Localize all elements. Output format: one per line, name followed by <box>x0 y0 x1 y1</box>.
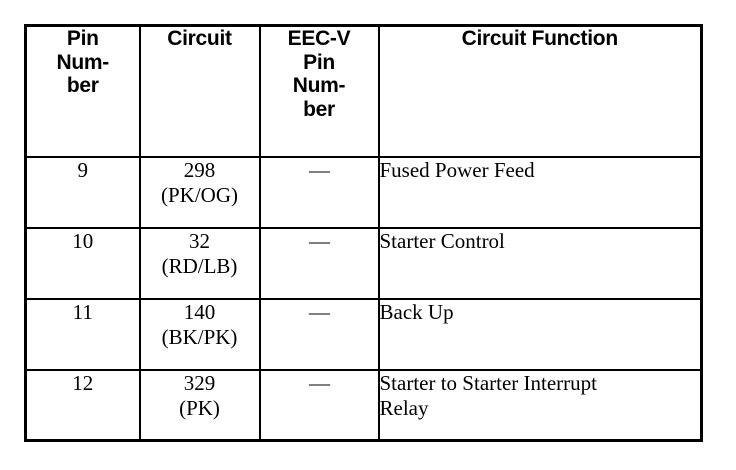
table-row: 12 329 (PK) — Starter to Starter Interru… <box>24 368 703 442</box>
cell-pin-number: 9 <box>24 155 141 229</box>
cell-eecv-pin-number: — <box>258 155 380 229</box>
circuit-line-2: (BK/PK) <box>161 325 238 350</box>
table-row: 10 32 (RD/LB) — Starter Control <box>24 226 703 300</box>
pin-number-header-line-3: ber <box>66 74 99 98</box>
em-dash-placeholder: — <box>309 157 330 182</box>
circuit-lines: 32 (RD/LB) <box>141 229 259 280</box>
circuit-function-header-line-1: Circuit Function <box>461 27 618 50</box>
cell-pin-number: 12 <box>24 368 141 442</box>
circuit-line-2: (PK/OG) <box>161 183 238 208</box>
circuit-function-line-1: Back Up <box>379 299 454 324</box>
cell-pin-number: 10 <box>24 226 141 300</box>
pin-number-header-line-2: Num- <box>56 50 110 74</box>
pinout-table: Pin Num- ber Circuit EEC-V Pin Num- <box>24 24 703 442</box>
cell-pin-number: 11 <box>24 297 141 371</box>
eecv-pin-number-header-line-1: EEC-V <box>287 27 351 50</box>
cell-eecv-pin-number: — <box>258 297 380 371</box>
table-row: 11 140 (BK/PK) — Back Up <box>24 297 703 371</box>
circuit-line-1: 32 <box>189 228 210 253</box>
circuit-line-1: 329 <box>183 370 216 395</box>
circuit-header-lines: Circuit <box>141 27 259 51</box>
column-header-eecv-pin-number: EEC-V Pin Num- ber <box>258 24 380 158</box>
circuit-lines: 329 (PK) <box>141 371 259 422</box>
pin-number-header-line-1: Pin <box>66 27 99 50</box>
cell-circuit-function: Fused Power Feed <box>377 155 703 229</box>
circuit-function-lines: Back Up <box>380 300 701 326</box>
header-row: Pin Num- ber Circuit EEC-V Pin Num- <box>24 24 703 158</box>
circuit-lines: 140 (BK/PK) <box>141 300 259 351</box>
pin-number-header-lines: Pin Num- ber <box>27 27 139 98</box>
circuit-function-lines: Starter to Starter Interrupt Relay <box>380 371 701 422</box>
column-header-circuit-function: Circuit Function <box>377 24 703 158</box>
circuit-function-line-2: Relay <box>379 396 429 421</box>
cell-circuit: 329 (PK) <box>138 368 261 442</box>
table-body: 9 298 (PK/OG) — Fused Power Feed <box>24 155 703 442</box>
cell-circuit: 140 (BK/PK) <box>138 297 261 371</box>
circuit-line-1: 298 <box>183 157 216 182</box>
cell-circuit-function: Back Up <box>377 297 703 371</box>
em-dash-placeholder: — <box>309 299 330 324</box>
circuit-function-line-1: Fused Power Feed <box>379 157 535 182</box>
circuit-header-line-1: Circuit <box>167 27 232 50</box>
cell-circuit-function: Starter to Starter Interrupt Relay <box>377 368 703 442</box>
cell-eecv-pin-number: — <box>258 226 380 300</box>
table-row: 9 298 (PK/OG) — Fused Power Feed <box>24 155 703 229</box>
cell-circuit-function: Starter Control <box>377 226 703 300</box>
cell-eecv-pin-number: — <box>258 368 380 442</box>
circuit-function-lines: Starter Control <box>380 229 701 255</box>
circuit-line-1: 140 <box>183 299 216 324</box>
column-header-circuit: Circuit <box>138 24 261 158</box>
circuit-line-2: (PK) <box>179 396 220 421</box>
eecv-pin-number-header-line-4: ber <box>303 97 335 121</box>
cell-circuit: 298 (PK/OG) <box>138 155 261 229</box>
eecv-pin-number-header-line-3: Num- <box>292 74 346 98</box>
circuit-function-lines: Fused Power Feed <box>380 158 701 184</box>
circuit-lines: 298 (PK/OG) <box>141 158 259 209</box>
circuit-function-header-lines: Circuit Function <box>380 27 701 51</box>
em-dash-placeholder: — <box>309 370 330 395</box>
circuit-line-2: (RD/LB) <box>161 254 238 279</box>
circuit-function-line-1: Starter Control <box>379 228 505 253</box>
em-dash-placeholder: — <box>309 228 330 253</box>
eecv-pin-number-header-line-2: Pin <box>303 50 335 74</box>
column-header-pin-number: Pin Num- ber <box>24 24 141 158</box>
table-header: Pin Num- ber Circuit EEC-V Pin Num- <box>24 24 703 158</box>
eecv-pin-number-header-lines: EEC-V Pin Num- ber <box>261 27 378 121</box>
cell-circuit: 32 (RD/LB) <box>138 226 261 300</box>
circuit-function-line-1: Starter to Starter Interrupt <box>379 370 598 395</box>
